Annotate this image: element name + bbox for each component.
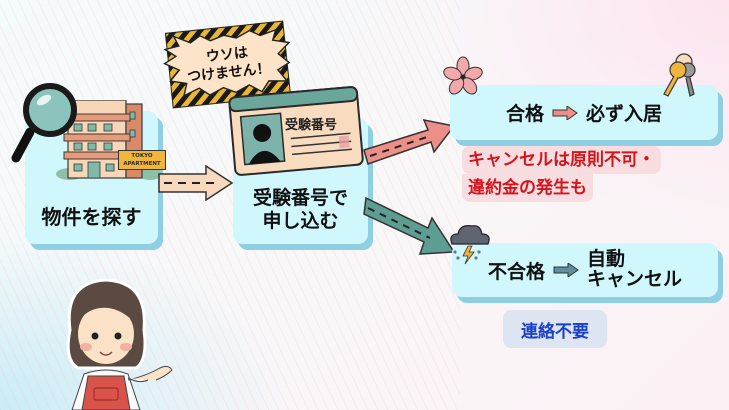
arrow-search-to-apply: [158, 165, 234, 201]
pass-warning-line2: 違約金の発生も: [462, 174, 593, 202]
fail-info-note: 連絡不要: [503, 310, 607, 348]
id-card-title: 受験番号: [285, 118, 338, 133]
fail-info-text: 連絡不要: [521, 321, 589, 342]
warning-badge: ウソは つけません！: [159, 16, 297, 112]
pass-result-label: 合格: [505, 103, 544, 125]
step-search-label: 物件を探す: [41, 205, 142, 229]
fail-result-label: 不合格: [487, 260, 545, 283]
pass-warning-note: キャンセルは原則不可・ 違約金の発生も: [462, 146, 661, 202]
arrow-right-icon: [553, 263, 579, 277]
step-apply-label-line1: 受験番号で: [252, 186, 348, 209]
outcome-pass-box: 合格 必ず入居: [450, 85, 718, 140]
arrow-apply-to-fail: [363, 196, 456, 255]
sign-line1: TOKYO: [131, 153, 153, 159]
pass-warning-line1: キャンセルは原則不可・: [462, 146, 661, 174]
storm-cloud-icon: [450, 225, 490, 265]
fail-consequence-line2: キャンセル: [587, 268, 683, 290]
arrow-apply-to-pass: [363, 118, 456, 165]
magnifier-icon: [11, 83, 77, 163]
sign-line2: APARTMENT: [123, 161, 161, 167]
agent-character-illustration: [66, 278, 173, 410]
pass-consequence-label: 必ず入居: [586, 103, 663, 125]
step-apply-label-line2: 申し込む: [262, 210, 339, 233]
tokyo-apartment-sign: TOKYO APARTMENT: [118, 150, 166, 170]
arrow-right-icon: [552, 105, 578, 120]
keys-icon: [663, 53, 696, 97]
fail-consequence-line1: 自動: [587, 248, 626, 271]
id-card-icon: [228, 86, 364, 176]
outcome-fail-box: 不合格 自動 キャンセル: [452, 243, 718, 297]
sakura-icon: [443, 56, 483, 95]
